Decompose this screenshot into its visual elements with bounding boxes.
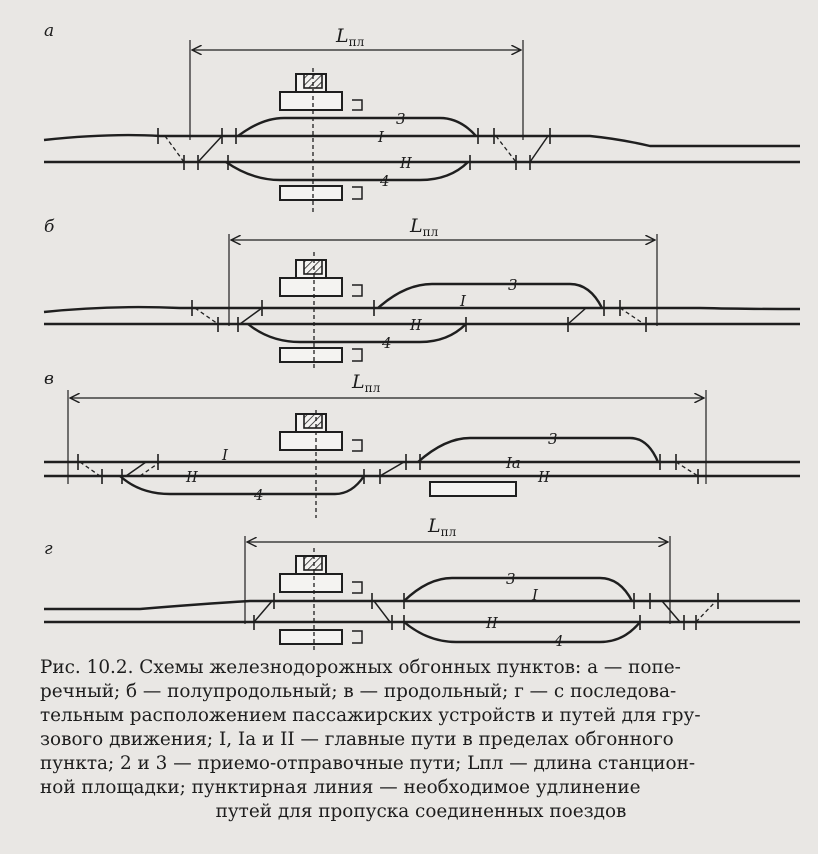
scheme-a-track-4-label: 4 [379,172,390,190]
scheme-g-track-4 [403,621,641,644]
caption-line: речный; б — полупродольный; в — продольн… [40,681,677,702]
caption-line: пункта; 2 и 3 — приемо-отправочные пути;… [40,753,696,774]
caption-line: тельным расположением пассажирских устро… [40,705,701,726]
scheme-g-letter: г [44,539,53,559]
scheme-g-track-1-label: I [531,586,539,604]
scheme-v-dim-label: Lпл [351,371,381,395]
scheme-v-track-3 [417,436,660,463]
caption-line: путей для пропуска соединенных поездов [215,801,627,822]
scheme-a-dim-label: Lпл [335,25,365,49]
scheme-a-track-3-label: 3 [396,110,406,128]
scheme-a-track-2-label: II [399,154,413,172]
scheme-g-station-building [279,573,343,593]
scheme-v-station-building [279,431,343,451]
scheme-v-platform [429,481,517,497]
scheme-v: в Lпл I II 4 3 Iа II [44,369,800,518]
scheme-b-letter: б [44,217,55,237]
scheme-b-track-2-label: II [409,316,423,334]
scheme-b-track-1-label: I [459,292,467,310]
scheme-v-track-1-label: I [221,446,229,464]
scheme-a-track-3 [237,116,477,137]
scheme-a: а Lпл 3 I II 4 [43,21,800,212]
scheme-b-dim-label: Lпл [409,215,439,239]
caption-line: Рис. 10.2. Схемы железнодорожных обгонны… [40,657,681,678]
scheme-g-track-3 [403,576,634,602]
scheme-g-track-3-label: 3 [506,570,516,588]
track-schemes-diagram: а Lпл 3 I II 4 б [43,21,801,650]
scheme-g: г Lпл 3 I II 4 [44,515,800,650]
scheme-a-letter: а [44,21,54,41]
scheme-g-dim-label: Lпл [427,515,457,539]
scheme-a-building-hatch [303,73,323,89]
scheme-a-platform [279,185,343,201]
scheme-g-platform [279,629,343,645]
scheme-b: б Lпл 3 I II 4 [43,215,801,370]
scheme-a-station-building [279,91,343,111]
scheme-b-track-3 [377,282,604,309]
scheme-g-track-4-label: 4 [553,632,564,650]
scheme-g-track-main-1 [44,599,800,611]
scheme-v-letter: в [44,369,54,389]
scheme-b-track-main-1 [43,305,801,314]
scheme-b-track-3-label: 3 [508,276,518,294]
scheme-v-track-1a-label: Iа [505,454,521,472]
scheme-a-track-4 [225,161,469,182]
scheme-b-track-4-label: 4 [381,334,392,352]
scheme-b-station-building [279,277,343,297]
scheme-v-track-3-label: 3 [548,430,558,448]
scheme-a-track-1-label: I [377,128,385,146]
scheme-a-track-main-1 [43,133,800,148]
scheme-g-track-2-label: II [485,614,499,632]
figure-caption: Рис. 10.2. Схемы железнодорожных обгонны… [40,656,802,824]
scheme-v-track-4-label: 4 [253,486,264,504]
scheme-v-track-2b-label: II [537,468,551,486]
scheme-b-track-4 [247,323,467,344]
caption-line: ной площадки; пунктирная линия — необход… [40,777,641,798]
caption-line: зового движения; I, Iа и II — главные пу… [40,729,674,750]
scheme-v-track-4 [119,475,365,496]
scheme-v-track-2-label: II [185,468,199,486]
scheme-b-platform [279,347,343,363]
